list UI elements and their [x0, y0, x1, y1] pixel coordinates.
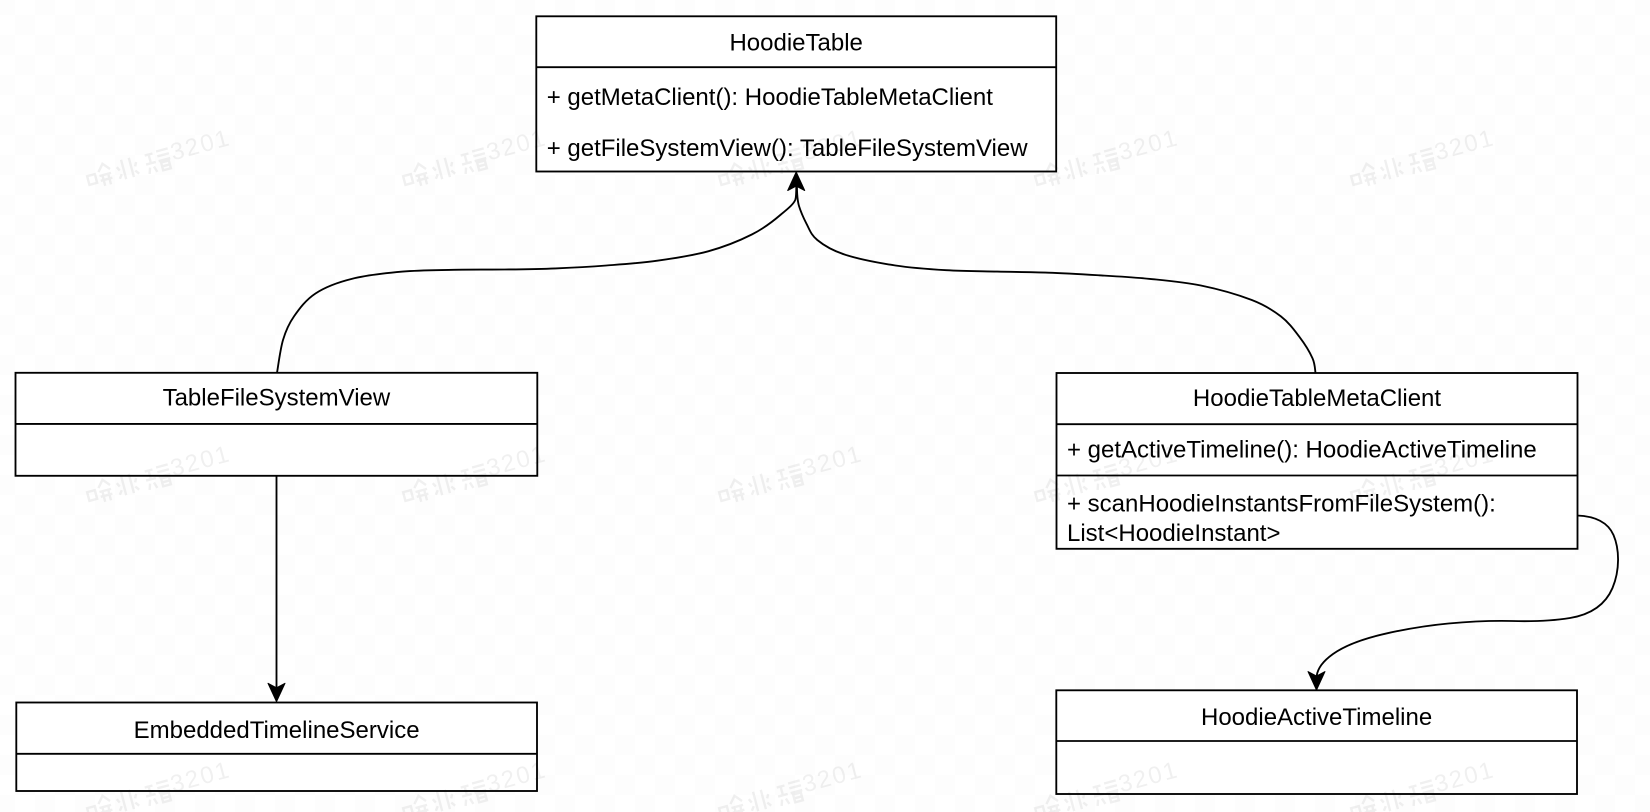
svg-text:+ getMetaClient(): HoodieTable: + getMetaClient(): HoodieTableMetaClient — [547, 84, 994, 111]
svg-text:HoodieActiveTimeline: HoodieActiveTimeline — [1201, 704, 1432, 731]
svg-text:+ getFileSystemView(): TableFi: + getFileSystemView(): TableFileSystemVi… — [547, 135, 1029, 162]
svg-text:HoodieTableMetaClient: HoodieTableMetaClient — [1193, 385, 1441, 412]
svg-text:+ scanHoodieInstantsFromFileSy: + scanHoodieInstantsFromFileSystem(): — [1067, 491, 1496, 518]
svg-text:HoodieTable: HoodieTable — [729, 30, 862, 57]
svg-text:List<HoodieInstant>: List<HoodieInstant> — [1067, 520, 1280, 547]
svg-text:EmbeddedTimelineService: EmbeddedTimelineService — [134, 717, 420, 744]
svg-text:TableFileSystemView: TableFileSystemView — [163, 385, 391, 412]
